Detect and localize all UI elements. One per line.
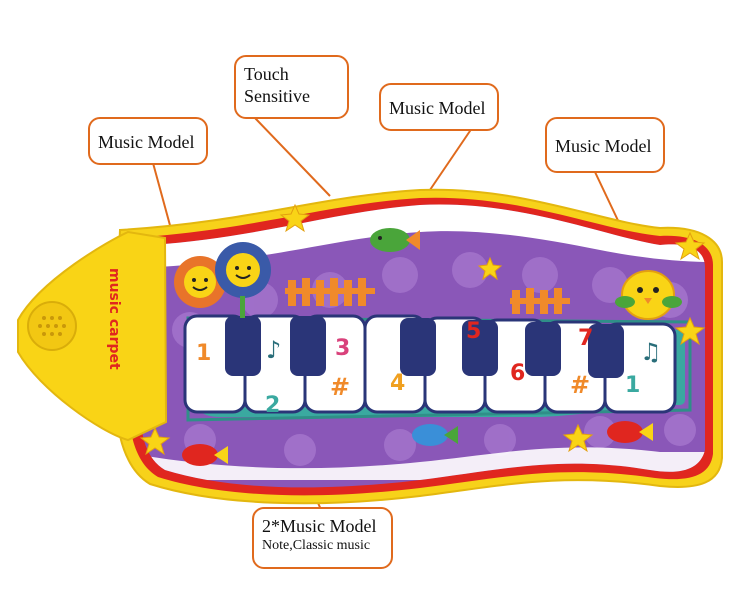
callout-music-model-center-text: Music Model (389, 98, 486, 118)
key-number-8: 1 (625, 373, 640, 398)
note-symbol-1: ♪ (266, 336, 281, 364)
key-number-4: 4 (390, 371, 405, 396)
brand-label: music carpet (106, 268, 122, 370)
callout-music-model-left-text: Music Model (98, 132, 195, 152)
callout-music-model-bottom: 2*Music Model Note,Classic music (252, 507, 393, 569)
key-number-2: 2 (265, 393, 280, 418)
key-number-7: 7 (578, 326, 593, 351)
fish-decoration-right (607, 421, 653, 443)
chick-character (615, 270, 682, 320)
key-number-3: 3 (335, 336, 350, 361)
fish-decoration-top (370, 228, 420, 252)
key-number-5: 5 (466, 319, 481, 344)
callout-bottom-line1: 2*Music Model (262, 516, 377, 536)
callout-music-model-right: Music Model (545, 117, 665, 173)
callout-touch-sensitive: Touch Sensitive (234, 55, 349, 119)
key-number-1: 1 (196, 341, 211, 366)
sunflower-right (215, 242, 271, 318)
fish-decoration-center (412, 424, 458, 446)
fence-decoration (285, 278, 570, 314)
callout-music-model-center: Music Model (379, 83, 499, 131)
star-decorations (139, 203, 706, 456)
speaker-unit: music carpet (17, 230, 168, 442)
black-keys (225, 316, 624, 378)
sunflower-left (174, 256, 226, 308)
key-number-6: 6 (510, 361, 525, 386)
sharp-symbol-1: # (330, 373, 350, 401)
callout-touch-line2: Sensitive (244, 86, 310, 106)
callout-music-model-right-text: Music Model (555, 136, 652, 156)
callout-bottom-line2: Note,Classic music (262, 538, 371, 553)
callout-touch-line1: Touch (244, 64, 289, 84)
callout-music-model-left: Music Model (88, 117, 208, 165)
fish-decoration-left (182, 444, 228, 466)
sharp-symbol-2: # (570, 371, 590, 399)
note-symbol-2: ♫ (640, 338, 662, 366)
speaker-grille (27, 301, 77, 351)
